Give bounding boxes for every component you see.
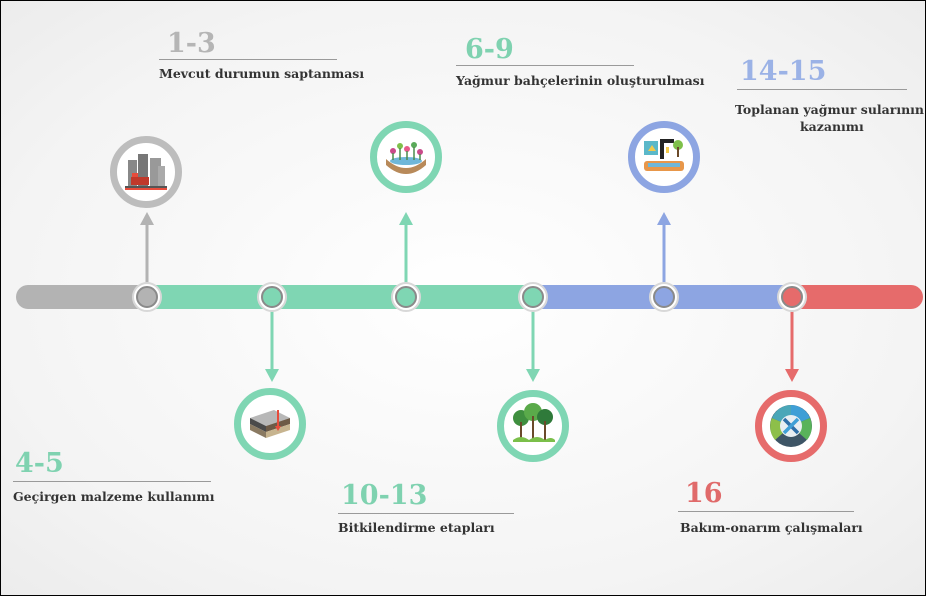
step-16-number: 16 bbox=[685, 478, 723, 509]
step-16-label: Bakım-onarım çalışmaları bbox=[680, 520, 863, 535]
step-1-3-circle bbox=[110, 136, 182, 208]
step-6-9-number: 6-9 bbox=[465, 34, 514, 65]
step-1-3-number: 1-3 bbox=[167, 28, 216, 59]
connector-10-13 bbox=[526, 309, 540, 382]
step-14-15-label-line1: Toplanan yağmur sularının bbox=[735, 102, 925, 117]
step-16-rule bbox=[678, 511, 854, 512]
connector-14-15 bbox=[657, 212, 671, 286]
step-1-3-rule bbox=[159, 59, 337, 60]
step-4-5-label: Geçirgen malzeme kullanımı bbox=[13, 489, 215, 504]
city-buildings-icon bbox=[125, 154, 167, 190]
connector-1-3 bbox=[140, 212, 154, 286]
connector-4-5 bbox=[265, 309, 279, 382]
step-6-9-circle bbox=[370, 121, 442, 193]
permeable-layers-icon bbox=[250, 410, 290, 438]
node-4-5 bbox=[257, 282, 287, 312]
step-14-15-rule bbox=[737, 89, 907, 90]
maintenance-tools-icon bbox=[770, 405, 812, 447]
timeline-nodes bbox=[132, 282, 807, 312]
connector-6-9 bbox=[399, 212, 413, 286]
step-1-3-label: Mevcut durumun saptanması bbox=[159, 66, 365, 81]
step-14-15-circle bbox=[628, 121, 700, 193]
trees-icon bbox=[513, 403, 555, 442]
step-4-5-rule bbox=[13, 481, 211, 482]
node-16 bbox=[777, 282, 807, 312]
node-10-13 bbox=[518, 282, 548, 312]
connector-16 bbox=[785, 309, 799, 382]
step-6-9-rule bbox=[456, 65, 634, 66]
timeline-segment-gray bbox=[16, 285, 147, 309]
rain-garden-icon bbox=[386, 142, 426, 174]
step-14-15-number: 14-15 bbox=[740, 56, 827, 87]
step-10-13-rule bbox=[338, 513, 514, 514]
step-4-5-circle bbox=[234, 388, 306, 460]
timeline-segment-red bbox=[792, 285, 923, 309]
node-6-9 bbox=[391, 282, 421, 312]
step-10-13-number: 10-13 bbox=[341, 480, 428, 511]
step-14-15-label-line2: kazanımı bbox=[800, 119, 864, 134]
water-harvest-icon bbox=[644, 139, 684, 171]
step-16-circle bbox=[755, 390, 827, 462]
timeline-segment-green bbox=[147, 285, 533, 309]
step-6-9-label: Yağmur bahçelerinin oluşturulması bbox=[456, 73, 705, 88]
node-1-3 bbox=[132, 282, 162, 312]
step-10-13-label: Bitkilendirme etapları bbox=[338, 520, 495, 535]
step-4-5-number: 4-5 bbox=[15, 448, 64, 479]
step-10-13-circle bbox=[497, 390, 569, 462]
node-14-15 bbox=[649, 282, 679, 312]
